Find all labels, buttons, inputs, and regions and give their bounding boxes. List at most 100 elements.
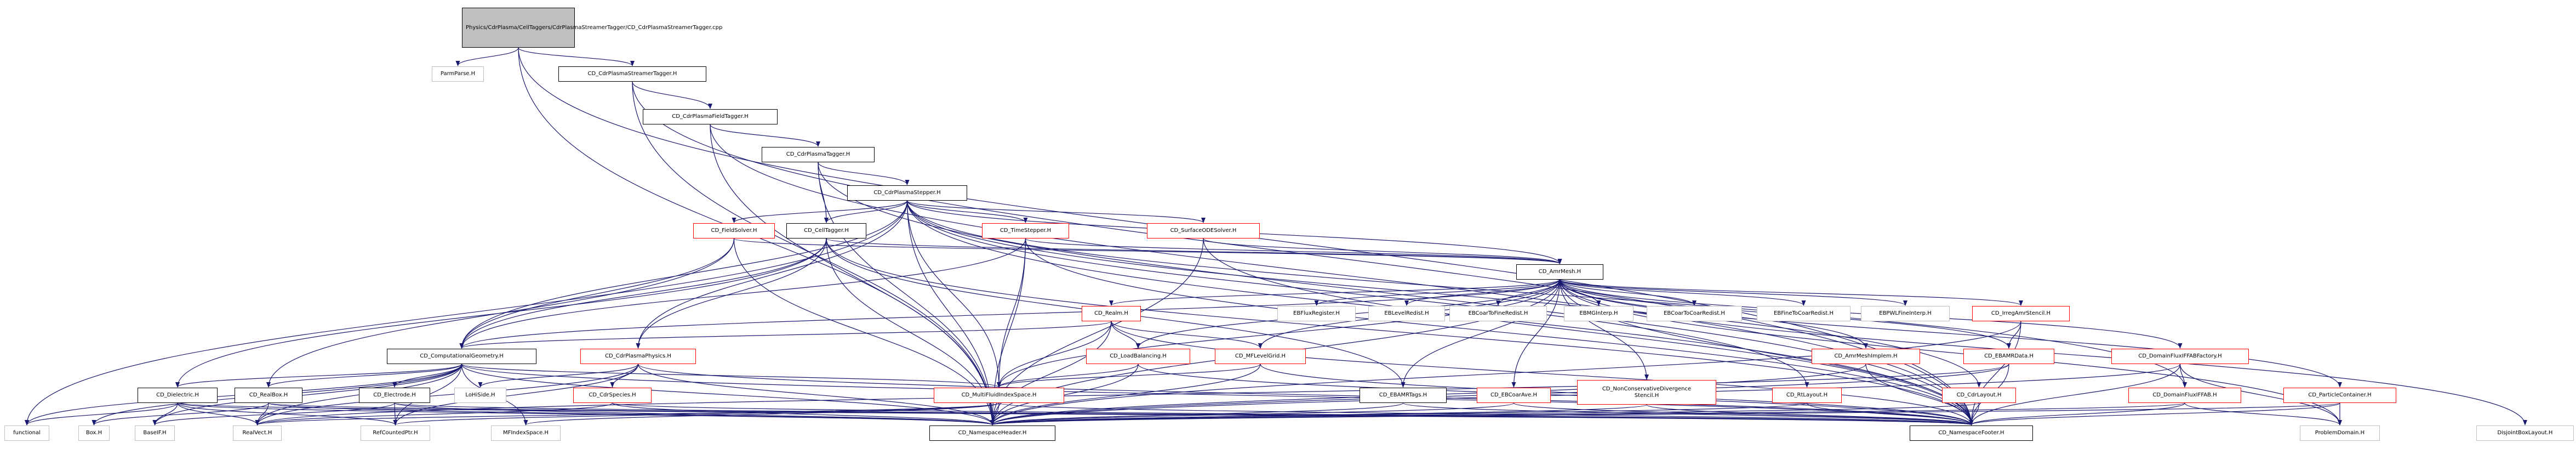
- edge-timestepper-to-nsfooter: [1025, 238, 1974, 425]
- graph-node-label: DisjointBoxLayout.H: [2497, 430, 2553, 436]
- edge-cdrspecies-to-nsheader: [612, 402, 995, 425]
- graph-node-plasmaphys[interactable]: CD_CdrPlasmaPhysics.H: [580, 349, 696, 364]
- graph-node-ebamrtags[interactable]: CD_EBAMRTags.H: [1360, 388, 1447, 403]
- graph-node-cdrspecies[interactable]: CD_CdrSpecies.H: [573, 388, 652, 403]
- graph-node-label: CD_CdrPlasmaPhysics.H: [605, 353, 671, 359]
- graph-node-label: CD_CdrLayout.H: [1956, 392, 2002, 398]
- graph-node-electrode[interactable]: CD_Electrode.H: [359, 388, 430, 403]
- graph-node-ebmginterp[interactable]: EBMGInterp.H: [1564, 306, 1633, 321]
- graph-node-ebcoarave[interactable]: CD_EBCoarAve.H: [1477, 388, 1551, 403]
- graph-node-ebamrdata[interactable]: CD_EBAMRData.H: [1963, 349, 2054, 364]
- edge-plasmaphys-to-refcounted: [393, 364, 639, 425]
- graph-node-timestepper[interactable]: CD_TimeStepper.H: [982, 223, 1069, 239]
- graph-node-compgeom[interactable]: CD_ComputationalGeometry.H: [387, 349, 536, 364]
- edge-dielectric-to-functional: [25, 402, 178, 425]
- graph-node-lohiside[interactable]: LoHiSide.H: [454, 388, 506, 403]
- graph-node-label: EBCoarToFineRedist.H: [1468, 310, 1528, 316]
- graph-node-ebcoartocoar[interactable]: EBCoarToCoarRedist.H: [1647, 306, 1742, 321]
- graph-node-parmparse[interactable]: ParmParse.H: [432, 66, 484, 82]
- edge-stepper-to-compgeom: [459, 200, 908, 349]
- graph-node-label: EBFineToCoarRedist.H: [1774, 310, 1834, 316]
- edge-amrmesh-to-ebcoarave: [1511, 279, 1561, 388]
- edge-realm-to-loadbal: [1111, 321, 1140, 349]
- edge-realm-to-multifluid: [997, 321, 1112, 388]
- graph-node-dielectric[interactable]: CD_Dielectric.H: [138, 388, 218, 403]
- graph-node-amrmesh[interactable]: CD_AmrMesh.H: [1516, 264, 1603, 280]
- graph-node-tagger[interactable]: CD_CdrPlasmaTagger.H: [762, 147, 875, 162]
- graph-node-disjoint[interactable]: DisjointBoxLayout.H: [2476, 425, 2574, 441]
- edge-stepper-to-plasmaphys: [636, 200, 908, 349]
- graph-node-stepper[interactable]: CD_CdrPlasmaStepper.H: [847, 185, 967, 201]
- edge-cdrspecies-to-realvect: [255, 402, 613, 425]
- graph-node-label: CD_CdrSpecies.H: [589, 392, 636, 398]
- graph-node-label: CD_CdrPlasmaStreamerTagger.H: [587, 71, 677, 77]
- edge-domainfactory-to-problemdomain: [2179, 364, 2342, 425]
- graph-node-boxh[interactable]: Box.H: [78, 425, 110, 441]
- edge-celltagger-to-amrmesh: [826, 238, 1562, 264]
- graph-node-label: CD_ComputationalGeometry.H: [420, 353, 504, 359]
- graph-node-eblevel[interactable]: EBLevelRedist.H: [1368, 306, 1445, 321]
- edge-stepper-to-functional: [25, 200, 908, 425]
- graph-node-label: CD_EBAMRData.H: [1984, 353, 2034, 359]
- graph-node-label: CD_MultiFluidIndexSpace.H: [961, 392, 1037, 398]
- graph-node-label: CD_NonConservativeDivergence Stencil.H: [1602, 385, 1692, 399]
- graph-node-ebfinetocoar[interactable]: EBFineToCoarRedist.H: [1757, 306, 1850, 321]
- graph-node-amrmeshimpl[interactable]: CD_AmrMeshImplem.H: [1812, 349, 1920, 364]
- graph-node-mfindex[interactable]: MFIndexSpace.H: [491, 425, 561, 441]
- edge-ebcoarave-to-nsfooter: [1513, 402, 1974, 425]
- edge-multifluid-to-realvect: [255, 402, 999, 425]
- graph-node-ebcoartofine[interactable]: EBCoarToFineRedist.H: [1449, 306, 1547, 321]
- edge-dielectric-to-realvect: [177, 402, 260, 425]
- graph-node-loadbal[interactable]: CD_LoadBalancing.H: [1086, 349, 1190, 364]
- edge-stepper-to-celltagger: [824, 200, 908, 223]
- graph-node-nonconserv[interactable]: CD_NonConservativeDivergence Stencil.H: [1577, 380, 1716, 405]
- graph-node-label: EBMGInterp.H: [1579, 310, 1618, 316]
- graph-node-surfaceode[interactable]: CD_SurfaceODESolver.H: [1147, 223, 1260, 239]
- graph-node-label: CD_SurfaceODESolver.H: [1170, 228, 1237, 234]
- edge-dielectric-to-refcounted: [177, 402, 398, 425]
- edge-multifluid-to-refcounted: [393, 402, 999, 425]
- graph-node-domainfactory[interactable]: CD_DomainFluxIFFABFactory.H: [2111, 349, 2249, 364]
- graph-node-realvect[interactable]: RealVect.H: [233, 425, 282, 441]
- graph-node-realbox[interactable]: CD_RealBox.H: [235, 388, 302, 403]
- graph-node-field[interactable]: CD_CdrPlasmaFieldTagger.H: [643, 109, 778, 124]
- graph-node-label: CD_IrregAmrStencil.H: [1991, 310, 2051, 316]
- graph-node-fieldsolver[interactable]: CD_FieldSolver.H: [693, 223, 775, 239]
- graph-node-celltagger[interactable]: CD_CellTagger.H: [786, 223, 866, 239]
- graph-node-ebflux[interactable]: EBFluxRegister.H: [1277, 306, 1356, 321]
- graph-node-root[interactable]: Physics/CdrPlasma/CellTaggers/CdrPlasmaS…: [462, 8, 722, 48]
- edge-celltagger-to-nsfooter: [826, 238, 1974, 425]
- edge-amrmesh-to-nonconserv: [1559, 279, 1649, 380]
- edge-amrmesh-to-compgeom: [459, 279, 1561, 349]
- edge-loadbal-to-nsfooter: [1138, 364, 1974, 425]
- graph-node-ebpwl[interactable]: EBPWLFineInterp.H: [1861, 306, 1950, 321]
- edge-multifluid-to-mfindex: [523, 402, 999, 425]
- graph-node-nsfooter[interactable]: CD_NamespaceFooter.H: [1910, 425, 2033, 441]
- edge-ebamrdata-to-realvect: [255, 364, 2009, 425]
- graph-node-label: CD_EBAMRTags.H: [1379, 392, 1427, 398]
- graph-node-problemdomain[interactable]: ProblemDomain.H: [2300, 425, 2380, 441]
- graph-node-functional[interactable]: functional: [4, 425, 49, 441]
- edge-plasmaphys-to-nsfooter: [637, 364, 1974, 425]
- graph-node-label: CD_EBCoarAve.H: [1490, 392, 1538, 398]
- graph-node-domainfab[interactable]: CD_DomainFluxIFFAB.H: [2128, 388, 2241, 403]
- graph-node-label: CD_RtLayout.H: [1786, 392, 1828, 398]
- graph-node-realm[interactable]: CD_Realm.H: [1082, 306, 1141, 321]
- edge-timestepper-to-compgeom: [459, 238, 1026, 349]
- graph-node-multifluid[interactable]: CD_MultiFluidIndexSpace.H: [934, 388, 1064, 403]
- edge-domainfactory-to-nsfooter: [1969, 364, 2181, 425]
- graph-node-nsheader[interactable]: CD_NamespaceHeader.H: [929, 425, 1055, 441]
- graph-node-label: ProblemDomain.H: [2315, 430, 2365, 436]
- graph-node-mflevelgrid[interactable]: CD_MFLevelGrid.H: [1215, 349, 1306, 364]
- graph-node-rtlayout[interactable]: CD_RtLayout.H: [1772, 388, 1842, 403]
- edge-compgeom-to-dielectric: [175, 364, 462, 388]
- edge-nonconserv-to-nsfooter: [1646, 404, 1974, 425]
- graph-node-streamer[interactable]: CD_CdrPlasmaStreamerTagger.H: [558, 66, 706, 82]
- graph-node-label: CD_CdrPlasmaTagger.H: [786, 151, 850, 157]
- graph-node-particlecont[interactable]: CD_ParticleContainer.H: [2283, 388, 2396, 403]
- graph-node-refcounted[interactable]: RefCountedPtr.H: [361, 425, 430, 441]
- graph-node-baseif[interactable]: BaseIF.H: [135, 425, 175, 441]
- graph-node-irregstencil[interactable]: CD_IrregAmrStencil.H: [1972, 306, 2070, 321]
- graph-node-cdrlayout[interactable]: CD_CdrLayout.H: [1942, 388, 2016, 403]
